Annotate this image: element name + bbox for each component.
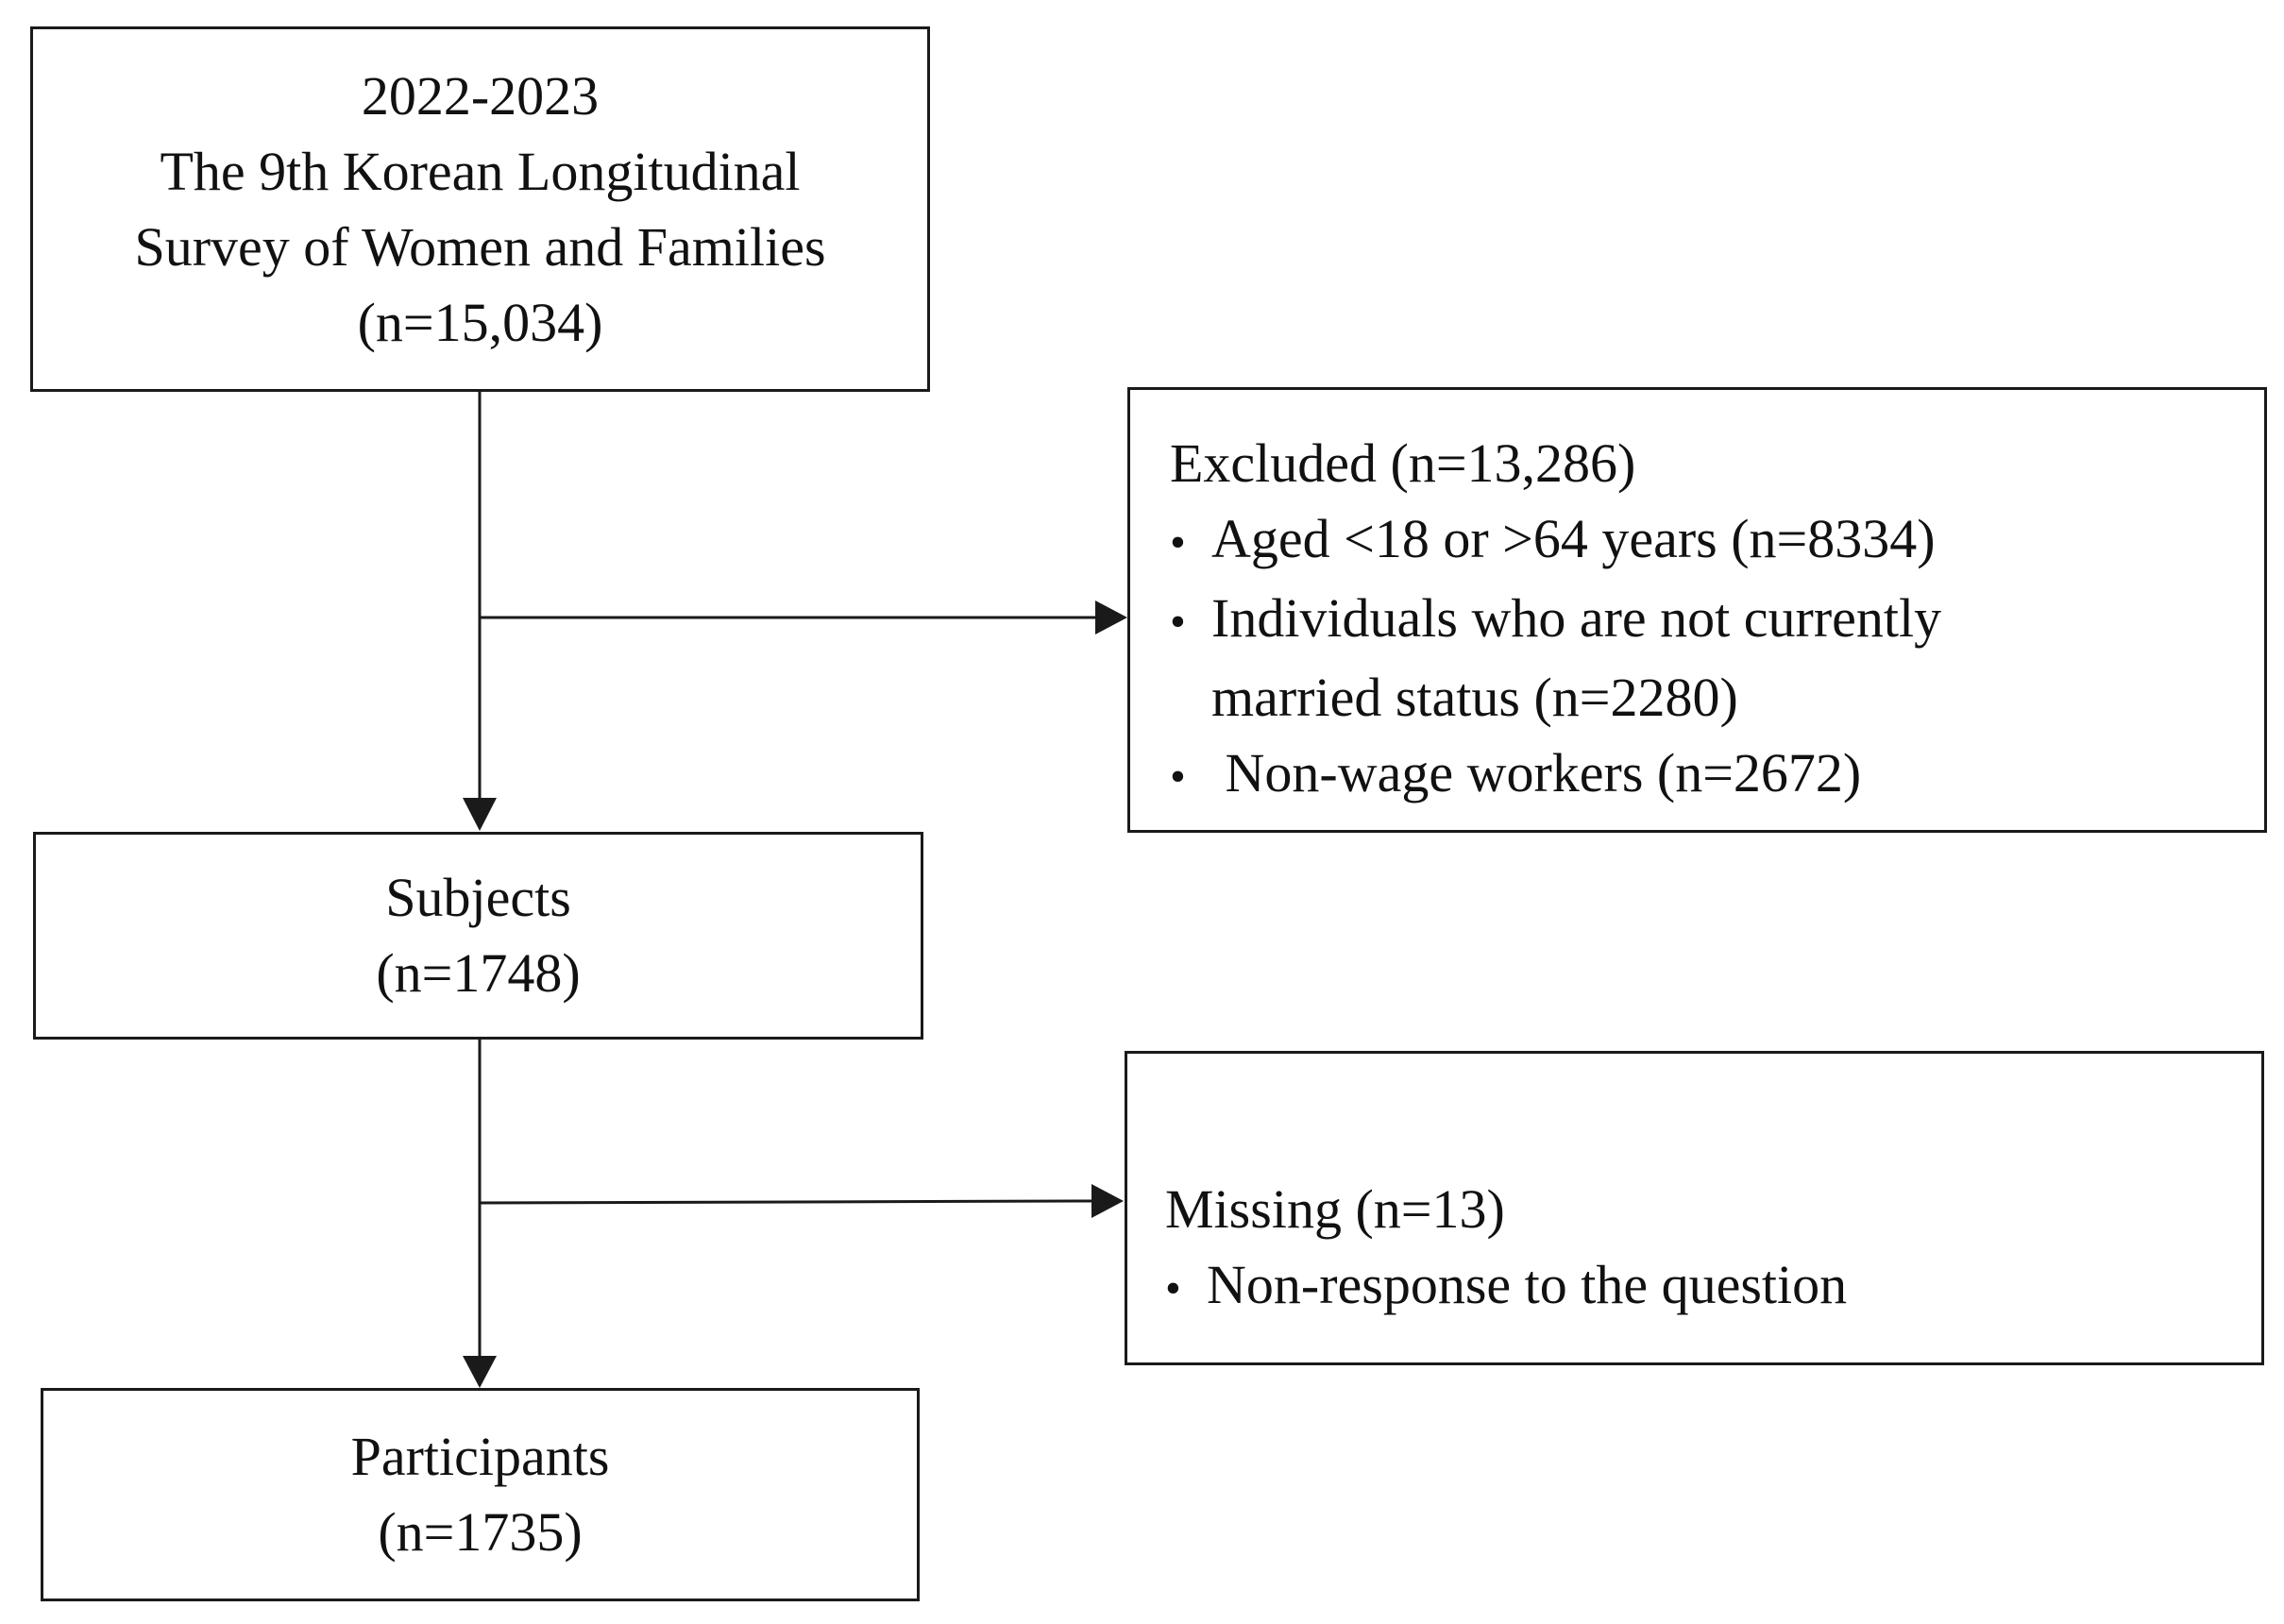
source-survey-line2: Survey of Women and Families: [134, 215, 826, 278]
missing-item-text: Non-response to the question: [1207, 1254, 1848, 1315]
excluded-item: • Individuals who are not currently: [1170, 581, 2264, 660]
bullet-icon: •: [1170, 597, 1186, 647]
missing-title: Missing (n=13): [1165, 1178, 1505, 1240]
source-count: (n=15,034): [357, 291, 603, 353]
arrowhead-participants: [463, 1356, 497, 1388]
excluded-item: • Aged <18 or >64 years (n=8334): [1170, 501, 2264, 581]
missing-box: Missing (n=13) • Non-response to the que…: [1125, 1051, 2264, 1365]
arrowhead-missing: [1091, 1184, 1124, 1218]
source-survey-line1: The 9th Korean Longitudinal: [160, 140, 801, 202]
subjects-title: Subjects: [385, 867, 571, 928]
missing-item: • Non-response to the question: [1165, 1247, 2261, 1327]
excluded-item-text: Non-wage workers (n=2672): [1211, 742, 1862, 804]
excluded-item-text: Aged <18 or >64 years (n=8334): [1211, 508, 1936, 569]
excluded-box: Excluded (n=13,286) • Aged <18 or >64 ye…: [1127, 387, 2267, 833]
bullet-icon: •: [1170, 752, 1186, 802]
participants-box: Participants (n=1735): [41, 1388, 920, 1601]
source-years: 2022-2023: [361, 64, 600, 127]
excluded-item: • Non-wage workers (n=2672): [1170, 736, 2264, 815]
arrow-to-missing: [479, 1199, 1094, 1205]
subjects-count: (n=1748): [376, 942, 581, 1004]
excluded-item-text: Individuals who are not currently: [1211, 587, 1942, 649]
arrowhead-subjects: [463, 798, 497, 831]
bullet-icon: •: [1165, 1263, 1181, 1313]
excluded-title: Excluded (n=13,286): [1170, 432, 1636, 494]
bullet-icon: •: [1170, 517, 1186, 567]
arrowhead-excluded: [1095, 601, 1127, 634]
excluded-item-continuation: married status (n=2280): [1211, 667, 1738, 728]
source-box: 2022-2023 The 9th Korean Longitudinal Su…: [30, 26, 930, 392]
participants-count: (n=1735): [378, 1501, 583, 1563]
participants-title: Participants: [350, 1426, 610, 1487]
subjects-box: Subjects (n=1748): [33, 832, 923, 1040]
